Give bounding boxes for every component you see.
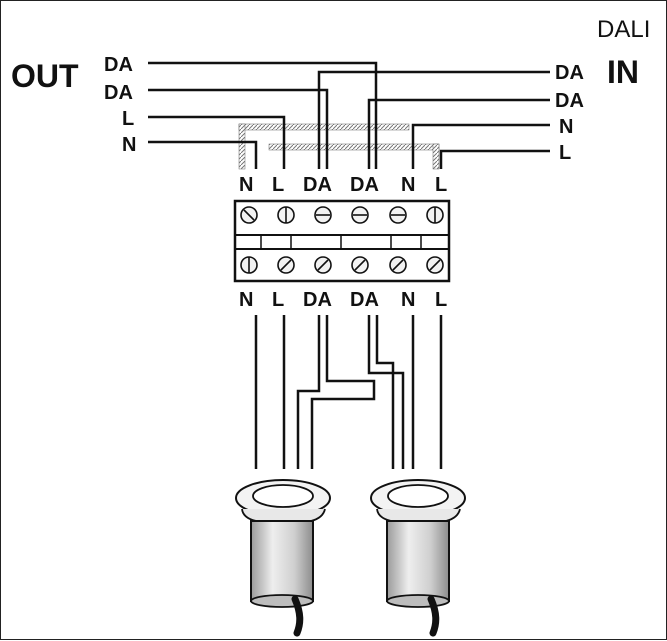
terminal-label: N [239,289,253,311]
terminal-label: DA [350,289,379,311]
out-wire-label: N [122,134,136,156]
in-wire-label: N [559,116,573,138]
terminal-label: L [435,174,447,196]
screw-icon [314,256,332,274]
protocol-label: DALI [597,16,650,43]
terminal-label: DA [303,174,332,196]
screw-icon [277,206,295,224]
terminal-label: DA [303,289,332,311]
fixture-wires [254,315,443,469]
screw-icon [240,206,258,224]
out-wire-label: DA [104,54,133,76]
screw-icon [351,206,369,224]
terminal-label: L [435,289,447,311]
screw-icon [389,256,407,274]
screw-icon [277,256,295,274]
terminal-block [233,199,451,283]
terminal-label: N [401,174,415,196]
screw-icon [351,256,369,274]
screw-icon [426,256,444,274]
screw-icon [426,206,444,224]
terminal-label: DA [350,174,379,196]
terminal-bottom-labels: N L DA DA N L [239,289,447,311]
in-wire-label: L [559,142,571,164]
cable-sheath [238,123,440,170]
out-title: OUT [11,58,79,94]
terminal-label: N [401,289,415,311]
in-wire-label: DA [555,90,584,112]
recessed-light-icon [235,479,331,637]
terminal-screws [240,206,444,274]
terminal-top-labels: N L DA DA N L [239,174,447,196]
in-title: IN [607,54,639,90]
screw-icon [314,206,332,224]
recessed-light-icon [370,479,466,637]
terminal-label: L [272,174,284,196]
screw-icon [389,206,407,224]
screw-icon [240,256,258,274]
supply-wires [148,61,550,169]
out-wire-label: DA [104,82,133,104]
terminal-label: L [272,289,284,311]
terminal-label: N [239,174,253,196]
out-wire-label: L [122,108,134,130]
in-wire-label: DA [555,62,584,84]
